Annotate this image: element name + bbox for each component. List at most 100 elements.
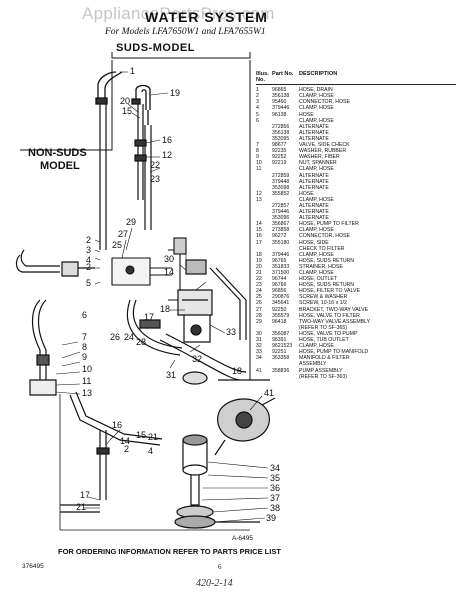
callout-1: 1 [130, 66, 135, 76]
parts-list-row: (REFER TO SF-363) [256, 374, 466, 380]
cell-part-no: 96766 [272, 282, 287, 289]
cell-illus-no: 14 [256, 221, 262, 228]
cell-description: CLAMP, HOSE [299, 251, 334, 258]
callout-28: 28 [136, 337, 146, 347]
callout-27: 27 [118, 229, 128, 239]
cell-part-no: 379446 [272, 209, 290, 216]
cell-part-no: 96856 [272, 288, 287, 295]
cell-illus-no: 16 [256, 233, 262, 240]
suds-frame-lines [20, 52, 251, 531]
cell-part-no: 9621523 [272, 343, 293, 350]
cell-description: CLAMP, HOSE [299, 343, 334, 350]
cell-part-no: 355180 [272, 239, 290, 246]
cell-part-no: 96138 [272, 111, 287, 118]
cell-description: CLAMP, HOSE [299, 117, 334, 124]
cell-illus-no: 34 [256, 355, 262, 362]
cell-illus-no: 22 [256, 276, 262, 283]
cell-description: CLAMP, HOSE [299, 196, 334, 203]
cell-illus-no: 27 [256, 306, 262, 313]
cell-description: HOSE, DRAIN [299, 87, 333, 94]
handwritten-note: 420-2-14 [196, 578, 233, 589]
cell-description: ALTERNATE [299, 123, 329, 130]
cell-part-no: 96765 [272, 257, 287, 264]
callout-5: 5 [86, 278, 91, 288]
cell-illus-no: 25 [256, 294, 262, 301]
cell-description: ALTERNATE [299, 215, 329, 222]
non-suds-label-line2: MODEL [40, 160, 80, 172]
cell-illus-no: 31 [256, 337, 262, 344]
parts-list-row: 353096 ALTERNATE [256, 215, 466, 221]
cell-illus-no: 15 [256, 227, 262, 234]
cell-illus-no: 30 [256, 330, 262, 337]
cell-description: ALTERNATE [299, 129, 329, 136]
cell-description: ASSEMBLY [299, 361, 327, 368]
cell-part-no: 353098 [272, 184, 290, 191]
callout-32: 32 [192, 354, 202, 364]
cell-description: (REFER TO SF-363) [299, 373, 347, 380]
cell-part-no: 92252 [272, 154, 287, 161]
callout-21b: 21 [76, 502, 86, 512]
cell-illus-no: 6 [256, 117, 259, 124]
cell-description: SCREW & WASHER [299, 294, 348, 301]
cell-illus-no: 23 [256, 282, 262, 289]
cell-description: HOSE, OUTLET [299, 276, 338, 283]
cell-part-no: 290876 [272, 294, 290, 301]
callout-2b: 2 [86, 262, 91, 272]
cell-part-no: 379446 [272, 105, 290, 112]
cell-description: CLAMP, HOSE [299, 105, 334, 112]
cell-description: HOSE, TUB OUTLET [299, 337, 349, 344]
cell-illus-no: 8 [256, 148, 259, 155]
callout-7: 7 [82, 332, 87, 342]
cell-description: ALTERNATE [299, 135, 329, 142]
parts-list-header: Illus. No. Part No. DESCRIPTION [256, 71, 466, 83]
cell-description: WASHER, RUBBER [299, 148, 347, 155]
cell-part-no: 379448 [272, 178, 290, 185]
callout-29: 29 [126, 217, 136, 227]
cell-illus-no: 9 [256, 154, 259, 161]
callout-14a: 14 [164, 267, 174, 277]
pump-assembly [214, 397, 276, 456]
cell-description: HOSE, VALVE TO FILTER [299, 312, 360, 319]
cell-part-no: 355852 [272, 190, 290, 197]
cell-description: CONNECTOR, HOSE [299, 99, 350, 106]
leader-lines [55, 71, 269, 523]
callout-13: 13 [82, 388, 92, 398]
drain-hose [95, 71, 123, 105]
cell-part-no: 353096 [272, 215, 290, 222]
filter-column [174, 434, 260, 529]
cell-part-no: 273858 [272, 227, 290, 234]
cell-description: BRACKET, TWO-WAY VALVE [299, 306, 369, 313]
cell-description: WASHER, FIBER [299, 154, 340, 161]
callout-8: 8 [82, 342, 87, 352]
suds-return-hose-upper [131, 84, 151, 125]
cell-description: CLAMP, HOSE [299, 93, 334, 100]
cell-description: HOSE [299, 111, 314, 118]
two-way-valve [111, 237, 187, 301]
callout-2a: 2 [86, 235, 91, 245]
cell-description: HOSE [299, 190, 314, 197]
callout-12: 12 [162, 150, 172, 160]
cell-description: CLAMP, HOSE [299, 270, 334, 276]
cell-illus-no: 7 [256, 142, 259, 149]
cell-part-no: 272857 [272, 202, 290, 209]
callout-38: 38 [270, 503, 280, 513]
cell-description: HOSE, FILTER TO VALVE [299, 288, 360, 295]
cell-illus-no: 17 [256, 239, 262, 246]
parts-list-row: 32 9621523 CLAMP, HOSE [256, 343, 466, 349]
cell-part-no: 363358 [272, 355, 290, 362]
cell-illus-no: 32 [256, 343, 262, 350]
manifold-filter [126, 259, 270, 385]
